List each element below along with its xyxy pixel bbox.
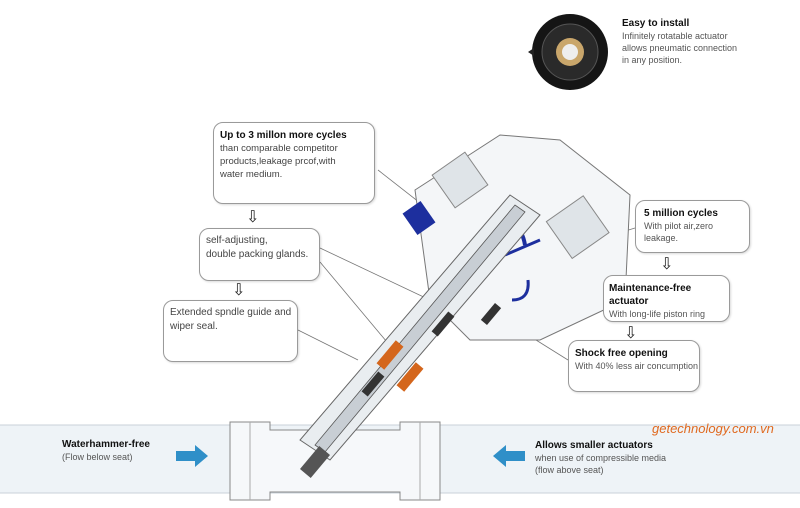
flow-arrow-right [493,445,525,467]
glands-callout: self-adjusting, double packing glands. [199,228,320,281]
waterhammer-label: Waterhammer-free (Flow below seat) [62,439,150,463]
easy-install-line1: Infinitely rotatable actuator [622,31,728,41]
arrow-down-icon: ⇩ [624,323,638,342]
cycles-callout: Up to 3 millon more cycles than comparab… [213,122,375,204]
five-million-title: 5 million cycles [644,208,718,219]
smaller-actuators-label: Allows smaller actuators when use of com… [535,440,666,476]
waterhammer-title: Waterhammer-free [62,439,150,450]
maintenance-title: Maintenance-free actuator [609,283,692,307]
smaller-actuators-title: Allows smaller actuators [535,440,653,451]
shock-title: Shock free opening [575,348,668,359]
pointer-triangle-icon [528,48,534,56]
cycles-line2: products,leakage prcof,with [220,156,336,167]
five-million-line1: With pilot air,zero leakage. [644,221,714,243]
shock-line1: With 40% less air concumption [575,361,699,371]
cycles-title: Up to 3 millon more cycles [220,130,347,141]
glands-line1: self-adjusting, [206,235,268,246]
maintenance-line1: With long-life piston ring [609,309,706,319]
valve-stem [299,194,541,478]
smaller-actuators-line1: when use of compressible media [535,453,667,463]
cycles-line1: than comparable competitor [220,143,338,154]
glands-line2: double packing glands. [206,249,309,260]
arrow-down-icon: ⇩ [232,280,246,299]
smaller-actuators-line2: (flow above seat) [535,465,604,475]
easy-install-callout: Easy to install Infinitely rotatable act… [622,17,792,66]
waterhammer-line1: (Flow below seat) [62,452,133,462]
five-million-callout: 5 million cycles With pilot air,zero lea… [635,200,750,253]
easy-install-title: Easy to install [622,18,690,29]
arrow-down-icon: ⇩ [246,207,260,226]
easy-install-line3: in any position. [622,55,683,65]
spindle-callout: Extended spndle guide and wiper seal. [163,300,298,362]
maintenance-callout: Maintenance-free actuator With long-life… [603,275,730,322]
spindle-line2: wiper seal. [170,321,218,332]
pipe [0,421,800,501]
cycles-line3: water medium. [220,169,283,180]
shock-callout: Shock free opening With 40% less air con… [568,340,700,392]
easy-install-line2: allows pneumatic connection [622,43,738,53]
flow-arrow-left [176,445,208,467]
actuator-top-view [532,14,608,90]
watermark-text: getechnology.com.vn [652,421,774,436]
spindle-line1: Extended spndle guide and [170,307,292,318]
arrow-down-icon: ⇩ [660,254,674,273]
